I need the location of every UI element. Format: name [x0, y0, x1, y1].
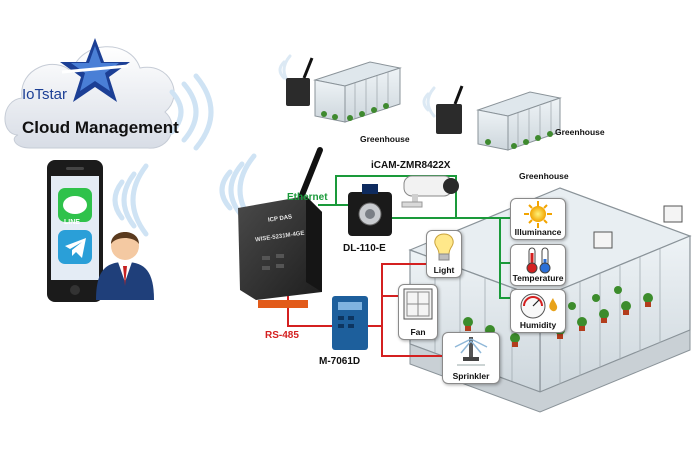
cloud-management-title: Cloud Management [22, 118, 179, 137]
line-app-icon [58, 188, 92, 222]
sun-icon [524, 201, 552, 228]
line-app-label: LINE [64, 219, 80, 226]
light-card: Light [426, 230, 462, 278]
greenhouse-top-right-label: Greenhouse [555, 127, 605, 137]
illuminance-label: Illuminance [514, 227, 562, 237]
illuminance-card: Illuminance [510, 198, 566, 240]
humidity-label: Humidity [519, 320, 557, 330]
temperature-card: Temperature [510, 244, 566, 286]
ip-camera-icon [401, 175, 459, 208]
hygrometer-icon [520, 293, 558, 319]
humidity-card: Humidity [510, 289, 566, 333]
wifi-signal-icon [169, 73, 214, 151]
fan-card: Fan [398, 284, 438, 340]
poe-switch-label: DL-110-E [343, 243, 386, 254]
iotstar-logo-icon [60, 38, 130, 102]
cloud-icon [4, 46, 175, 149]
sprinkler-label: Sprinkler [452, 371, 490, 381]
gateway-device-icon [238, 147, 323, 308]
ethernet-lines [318, 175, 510, 299]
ethernet-label: Ethernet [287, 192, 328, 203]
wifi-signal-icon [112, 163, 149, 237]
camera-model-label: iCAM-ZMR8422X [371, 160, 451, 171]
light-label: Light [433, 265, 455, 275]
sprinkler-icon [454, 337, 488, 366]
greenhouse-main-icon [408, 187, 692, 413]
brand-name: IoTstar [22, 86, 68, 103]
fan-icon [403, 288, 433, 320]
greenhouse-small-icon [476, 91, 562, 151]
rs485-label: RS-485 [265, 330, 299, 341]
greenhouse-small-icon [313, 61, 402, 123]
sprinkler-card: Sprinkler [442, 332, 500, 384]
greenhouse-top-left-label: Greenhouse [360, 134, 410, 144]
user-avatar-icon [96, 232, 154, 300]
io-module-label: M-7061D [319, 356, 361, 367]
fan-label: Fan [410, 327, 426, 337]
gateway-small-icon [436, 85, 464, 134]
greenhouse-main-label: Greenhouse [519, 171, 569, 181]
temperature-label: Temperature [512, 273, 564, 283]
thermometer-icon [526, 247, 551, 274]
gateway-small-icon [286, 57, 314, 106]
lightbulb-icon [434, 233, 454, 261]
io-module-icon [332, 296, 368, 350]
poe-switch-icon [348, 184, 392, 236]
telegram-app-icon [58, 230, 92, 264]
